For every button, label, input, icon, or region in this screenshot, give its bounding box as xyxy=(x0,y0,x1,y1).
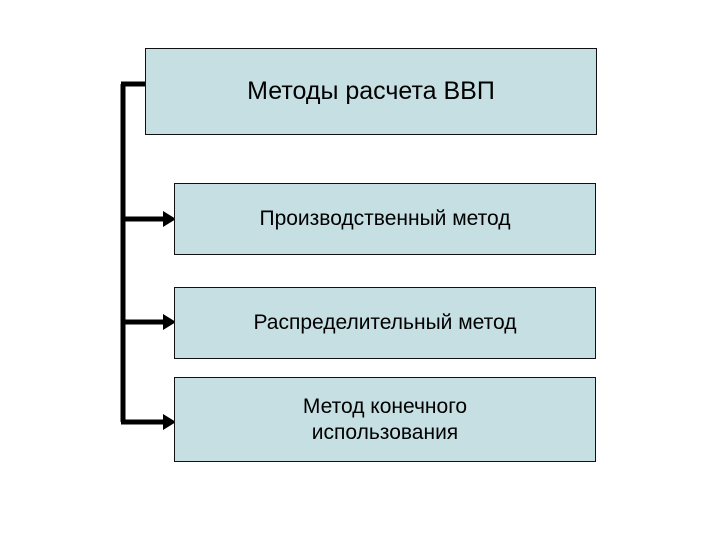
method-box-final-use-label: Метод конечного использования xyxy=(303,394,467,445)
method-box-final-use-line2: использования xyxy=(311,420,459,444)
method-box-distribution-label: Распределительный метод xyxy=(253,311,517,335)
method-box-final-use-line1: Метод конечного xyxy=(302,394,468,418)
method-box-production: Производственный метод xyxy=(174,183,596,255)
title-box: Методы расчета ВВП xyxy=(145,48,597,135)
method-box-final-use: Метод конечного использования xyxy=(174,377,596,462)
method-box-distribution: Распределительный метод xyxy=(174,287,596,359)
title-box-label: Методы расчета ВВП xyxy=(247,77,495,106)
method-box-production-label: Производственный метод xyxy=(259,207,511,231)
